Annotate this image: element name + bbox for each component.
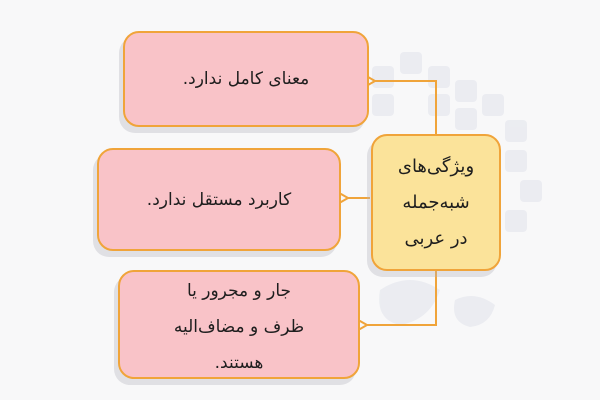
central-topic-label: ویژگی‌های شبه‌جمله در عربی bbox=[397, 155, 475, 249]
feature-node-not-independent: کاربرد مستقل ندارد. bbox=[97, 148, 341, 251]
feature-node-label: کاربرد مستقل ندارد. bbox=[146, 189, 292, 210]
central-topic-node: ویژگی‌های شبه‌جمله در عربی bbox=[371, 134, 501, 271]
feature-node-incomplete-meaning: معنای کامل ندارد. bbox=[123, 31, 369, 127]
feature-node-label: معنای کامل ندارد. bbox=[182, 69, 310, 89]
feature-node-preposition-or-adverb: جار و مجرور یا ظرف و مضاف‌الیه هستند. bbox=[118, 270, 360, 379]
arrow-to-box-1 bbox=[367, 76, 437, 134]
arrow-to-box-3 bbox=[359, 271, 437, 330]
feature-node-label: جار و مجرور یا ظرف و مضاف‌الیه هستند. bbox=[173, 280, 305, 373]
